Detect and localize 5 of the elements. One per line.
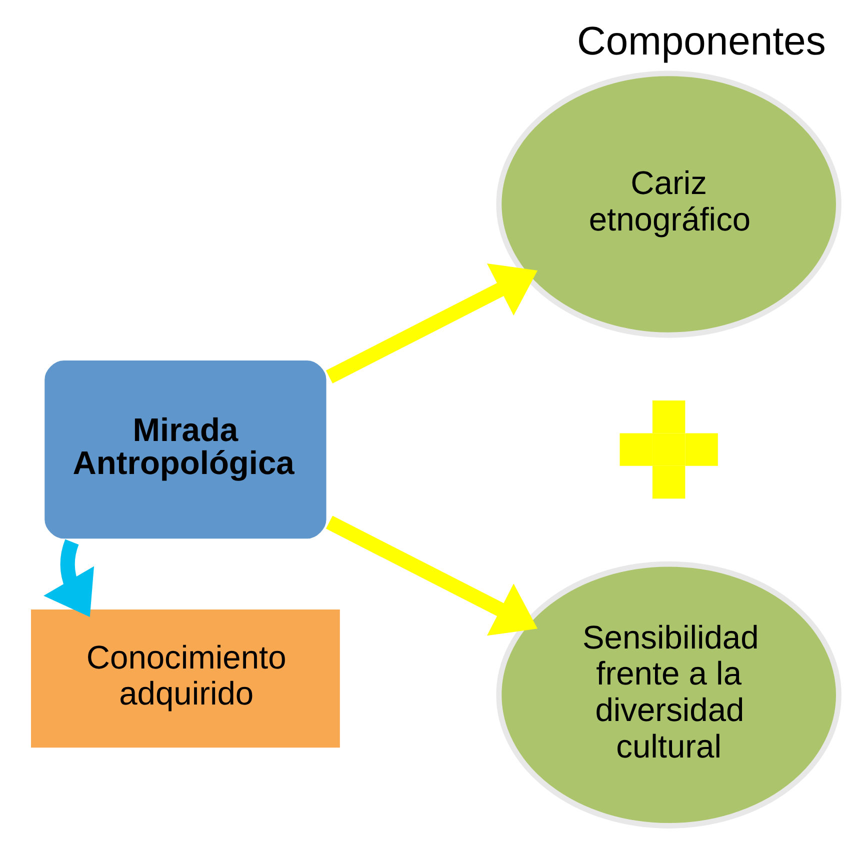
arrow [325, 516, 537, 636]
node-ellipse: Sensibilidad frente a la diversidad cultural [496, 561, 841, 828]
node-ellipse: Cariz etnográfico [496, 70, 841, 338]
diagram-title: Componentes [576, 20, 826, 64]
arrow [325, 263, 537, 384]
